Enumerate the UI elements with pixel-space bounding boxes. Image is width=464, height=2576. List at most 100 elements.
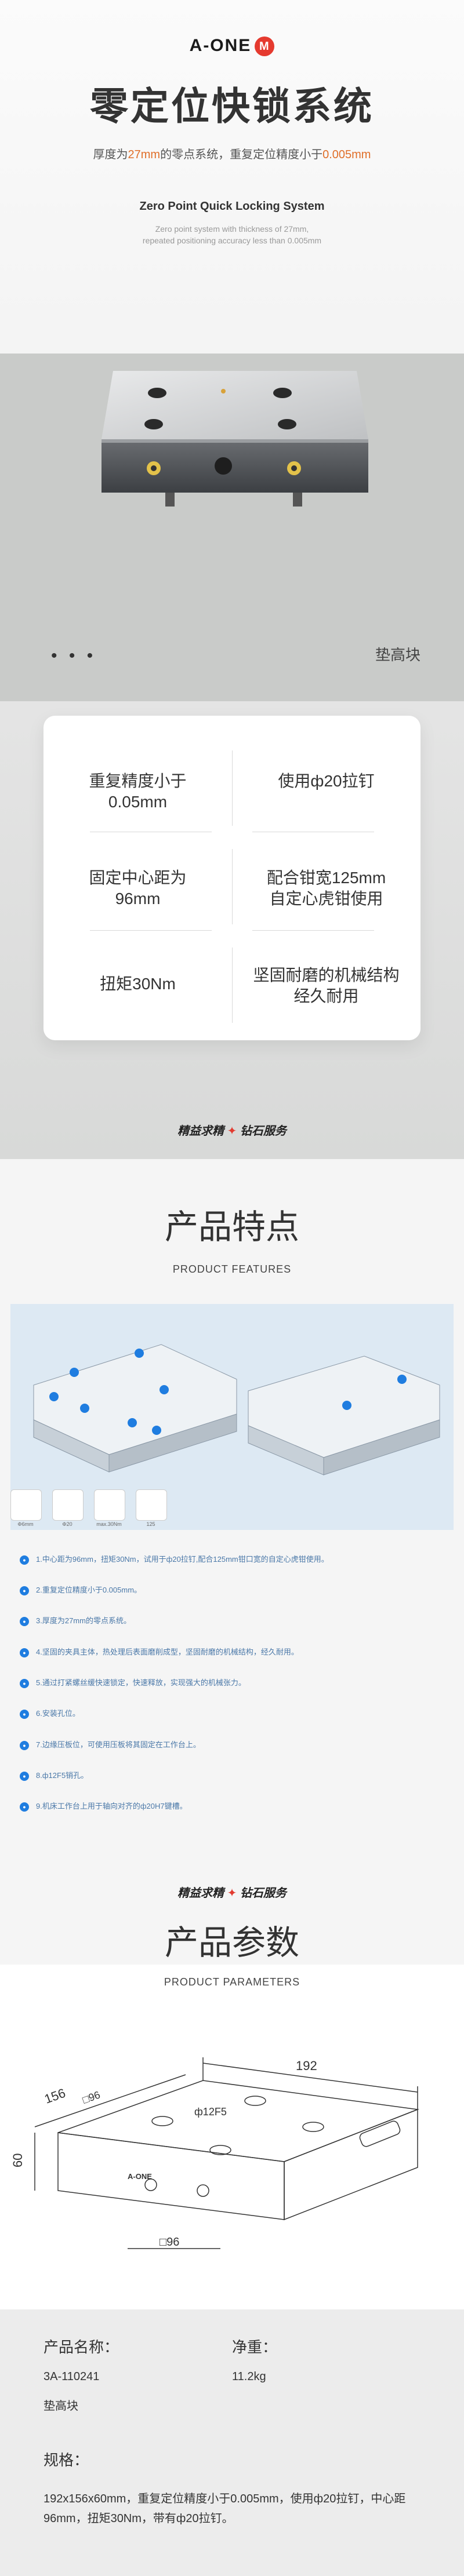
feature-cell-line: 经久耐用	[293, 987, 359, 1005]
feature-item: ● 1.中心距为96mm，扭矩30Nm，试用于ф20拉钉,配合125mm钳口宽的自…	[20, 1553, 329, 1565]
product-image	[102, 371, 368, 507]
spec-label: 规格：	[44, 2451, 89, 2469]
feature-cell: 扭矩30Nm	[44, 974, 232, 994]
feature-item-text: 1.中心距为96mm，扭矩30Nm，试用于ф20拉钉,配合125mm钳口宽的自定…	[36, 1555, 329, 1564]
feature-item-text: 4.坚固的夹具主体，热处理后表面磨削成型，坚固耐磨的机械结构，经久耐用。	[36, 1648, 299, 1656]
feature-item: ● 7.边缘压板位，可使用压板将其固定在工作台上。	[20, 1739, 201, 1750]
divider	[90, 930, 212, 931]
section-title: 产品特点	[164, 1208, 299, 1246]
feature-item: ● 5.通过打紧螺丝缓快速锁定，快速释放，实现强大的机械张力。	[20, 1677, 246, 1688]
bullet-icon: ●	[20, 1616, 29, 1626]
feature-cell: 配合钳宽125mm 自定心虎钳使用	[232, 868, 420, 909]
section-subtitle: PRODUCT FEATURES	[172, 1263, 292, 1275]
dim-height: 60	[12, 2154, 25, 2167]
bullet-icon: ●	[20, 1709, 29, 1719]
spec-text: 192x156x60mm，重复定位精度小于0.005mm，使用ф20拉钉，中心距…	[44, 2493, 406, 2525]
carousel-dots[interactable]: • • •	[51, 646, 97, 665]
features-illustration	[10, 1304, 454, 1530]
feature-cell-line: 坚固耐磨的机械结构	[253, 966, 400, 984]
star-icon: ✦	[227, 1125, 237, 1138]
thumb-label: Φ20	[62, 1521, 72, 1527]
slogan: 精益求精 ✦ 钻石服务	[0, 1883, 464, 1900]
product-name: 垫高块	[44, 2400, 78, 2413]
feature-cell: 固定中心距为 96mm	[44, 868, 232, 909]
feature-cell: 使用ф20拉钉	[232, 771, 420, 792]
feature-cell-line: 自定心虎钳使用	[269, 890, 383, 908]
feature-cell-line: 96mm	[115, 890, 161, 908]
dim-depth: 156	[42, 2086, 67, 2107]
feature-item: ● 3.厚度为27mm的零点系统。	[20, 1615, 131, 1626]
feature-item: ● 9.机床工作台上用于轴向对齐的ф20H7键槽。	[20, 1800, 187, 1812]
bullet-icon: ●	[20, 1555, 29, 1565]
feature-cell-line: 配合钳宽125mm	[266, 869, 386, 887]
product-features-section: 产品特点 PRODUCT FEATURES Φ6mm Φ20 max.30Nm …	[0, 1159, 464, 1965]
bullet-icon: ●	[20, 1802, 29, 1812]
slogan-right: 钻石服务	[240, 1125, 287, 1138]
feature-item: ● 4.坚固的夹具主体，热处理后表面磨削成型，坚固耐磨的机械结构，经久耐用。	[20, 1646, 299, 1657]
dim-square-bottom: □96	[160, 2236, 179, 2249]
slogan: 精益求精 ✦ 钻石服务	[0, 1121, 464, 1138]
bullet-icon: ●	[20, 1740, 29, 1750]
product-parameters-section: 产品参数 PRODUCT PARAMETERS 192 156 □96 ф12F…	[0, 1924, 464, 2576]
thumb-label: max.30Nm	[96, 1521, 122, 1527]
section-subtitle: PRODUCT PARAMETERS	[164, 1976, 300, 1988]
bullet-icon: ●	[20, 1586, 29, 1595]
thumb-distance-icon[interactable]	[10, 1489, 42, 1521]
product-name-label: 产品名称：	[44, 2338, 119, 2356]
feature-item-text: 2.重复定位精度小于0.005mm。	[36, 1586, 142, 1594]
feature-cell: 坚固耐磨的机械结构 经久耐用	[232, 965, 420, 1007]
weight-value: 11.2kg	[232, 2370, 266, 2383]
bullet-icon: ●	[20, 1678, 29, 1688]
feature-item-text: 7.边缘压板位，可使用压板将其固定在工作台上。	[36, 1740, 201, 1749]
hero-subtitle: 厚度为27mm的零点系统，重复定位精度小于0.005mm	[0, 145, 464, 162]
feature-item-text: 5.通过打紧螺丝缓快速锁定，快速释放，实现强大的机械张力。	[36, 1678, 246, 1687]
feature-item: ● 2.重复定位精度小于0.005mm。	[20, 1584, 142, 1595]
features-card: 重复精度小于 0.05mm 使用ф20拉钉 固定中心距为 96mm 配合钳宽12…	[44, 716, 420, 1040]
variant-label: 垫高块	[375, 646, 420, 664]
drawing-brand-mark: A-ONE	[128, 2172, 152, 2181]
divider	[232, 849, 233, 924]
divider	[252, 930, 374, 931]
thumb-torque-icon[interactable]	[94, 1489, 125, 1521]
feature-cell-line: 固定中心距为	[89, 869, 187, 887]
thumb-vise-icon[interactable]	[136, 1489, 167, 1521]
thumb-pin-icon[interactable]	[52, 1489, 84, 1521]
feature-cell-line: 重复精度小于	[89, 772, 187, 790]
star-icon: ✦	[227, 1887, 237, 1900]
brand-name: A-ONE	[189, 36, 252, 55]
weight-label: 净重：	[232, 2338, 278, 2356]
subtitle-part: 的零点系统，重复定位精度小于	[160, 148, 323, 161]
thumb-label: 125	[146, 1521, 155, 1527]
feature-item-text: 8.ф12F5销孔。	[36, 1771, 89, 1780]
spec-panel: 产品名称： 3A-110241 垫高块 净重： 11.2kg 规格： 192x1…	[0, 2309, 464, 2576]
hero-title: 零定位快锁系统	[90, 85, 374, 127]
slogan-left: 精益求精	[177, 1887, 224, 1900]
slogan-right: 钻石服务	[240, 1887, 287, 1900]
dim-width: 192	[296, 2058, 317, 2073]
dim-square-top: □96	[81, 2089, 102, 2105]
english-sub-line: repeated positioning accuracy less than …	[142, 236, 322, 245]
technical-drawing: 192 156 □96 ф12F5 60 □96 A-ONE	[12, 2057, 419, 2249]
feature-cell-line: 0.05mm	[108, 793, 168, 811]
hero-english-title: Zero Point Quick Locking System	[139, 200, 325, 213]
bullet-icon: ●	[20, 1648, 29, 1657]
hero-english-subtitle: Zero point system with thickness of 27mm…	[0, 223, 464, 246]
dim-pin-hole: ф12F5	[194, 2106, 227, 2118]
feature-item-text: 3.厚度为27mm的零点系统。	[36, 1616, 131, 1625]
subtitle-part: 厚度为	[93, 148, 128, 161]
divider	[232, 750, 233, 826]
slogan-left: 精益求精	[177, 1125, 224, 1138]
thumb-label: Φ6mm	[17, 1521, 34, 1527]
feature-cell-line: 扭矩30Nm	[100, 975, 176, 993]
feature-item-text: 6.安装孔位。	[36, 1709, 80, 1718]
feature-item-text: 9.机床工作台上用于轴向对齐的ф20H7键槽。	[36, 1802, 187, 1810]
feature-item: ●8.ф12F5销孔。	[20, 1769, 88, 1781]
divider	[232, 948, 233, 1023]
feature-cell: 重复精度小于 0.05mm	[44, 771, 232, 812]
subtitle-highlight: 0.005mm	[322, 148, 371, 161]
english-sub-line: Zero point system with thickness of 27mm…	[155, 224, 309, 234]
section-title: 产品参数	[164, 1924, 299, 1962]
subtitle-highlight: 27mm	[128, 148, 161, 161]
